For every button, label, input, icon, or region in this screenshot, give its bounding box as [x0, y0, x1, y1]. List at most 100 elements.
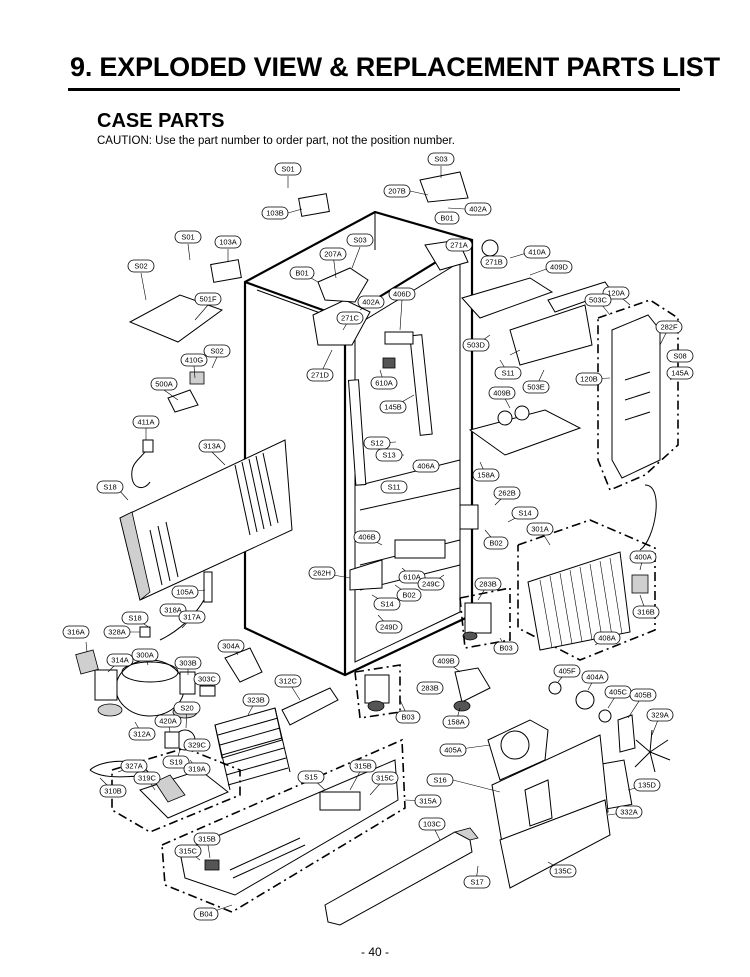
- callout-s11: S11: [494, 366, 522, 380]
- callout-402a: 402A: [357, 295, 385, 309]
- svg-text:B02: B02: [402, 591, 415, 600]
- callout-262b: 262B: [493, 486, 521, 500]
- svg-text:301A: 301A: [531, 525, 549, 534]
- callout-500a: 500A: [150, 377, 178, 391]
- callout-316a: 316A: [62, 625, 90, 639]
- callout-313a: 313A: [198, 439, 226, 453]
- svg-text:135C: 135C: [554, 867, 573, 876]
- svg-text:317A: 317A: [183, 613, 201, 622]
- callout-503d: 503D: [462, 338, 490, 352]
- callout-409b: 409B: [488, 386, 516, 400]
- callout-s02: S02: [127, 259, 155, 273]
- callout-503c: 503C: [584, 293, 612, 307]
- svg-text:207B: 207B: [388, 187, 406, 196]
- svg-text:271A: 271A: [450, 241, 468, 250]
- svg-text:314A: 314A: [111, 656, 129, 665]
- callout-328a: 328A: [103, 625, 131, 639]
- callout-s19: S19: [162, 755, 190, 769]
- callout-207b: 207B: [383, 184, 411, 198]
- callout-405b: 405B: [629, 688, 657, 702]
- svg-text:S20: S20: [180, 704, 193, 713]
- svg-text:312A: 312A: [133, 730, 151, 739]
- callout-s02: S02: [203, 344, 231, 358]
- svg-text:271D: 271D: [311, 371, 330, 380]
- callout-282f: 282F: [655, 320, 683, 334]
- callout-s03: S03: [346, 233, 374, 247]
- svg-text:409B: 409B: [437, 657, 455, 666]
- callout-315a: 315A: [414, 794, 442, 808]
- callout-406b: 406B: [353, 530, 381, 544]
- svg-text:S15: S15: [304, 773, 317, 782]
- callout-b01: B01: [289, 266, 315, 280]
- svg-text:409D: 409D: [550, 263, 569, 272]
- svg-text:312C: 312C: [279, 677, 298, 686]
- svg-text:503C: 503C: [589, 296, 608, 305]
- callout-207a: 207A: [319, 247, 347, 261]
- svg-text:405B: 405B: [634, 691, 652, 700]
- svg-text:S18: S18: [103, 483, 116, 492]
- callout-300a: 300A: [131, 648, 159, 662]
- svg-text:S08: S08: [673, 352, 686, 361]
- svg-text:S14: S14: [380, 600, 393, 609]
- callout-312a: 312A: [128, 727, 156, 741]
- svg-text:315C: 315C: [376, 774, 395, 783]
- callout-410a: 410A: [523, 245, 551, 259]
- svg-text:323B: 323B: [247, 696, 265, 705]
- compressor-group: [75, 571, 263, 778]
- callout-501f: 501F: [194, 292, 222, 306]
- callout-408a: 408A: [593, 631, 621, 645]
- callout-249d: 249D: [375, 620, 403, 634]
- callout-317a: 317A: [178, 610, 206, 624]
- callout-s01: S01: [274, 162, 302, 176]
- svg-text:329A: 329A: [651, 711, 669, 720]
- svg-text:400A: 400A: [634, 553, 652, 562]
- callout-s11: S11: [380, 480, 408, 494]
- svg-text:271B: 271B: [485, 258, 503, 267]
- svg-text:207A: 207A: [324, 250, 342, 259]
- callout-410g: 410G: [180, 353, 208, 367]
- interior-rails: [312, 239, 492, 712]
- svg-text:310B: 310B: [104, 787, 122, 796]
- callout-405f: 405F: [553, 664, 581, 678]
- callout-s08: S08: [666, 349, 694, 363]
- svg-text:283B: 283B: [421, 684, 439, 693]
- callout-249c: 249C: [417, 577, 445, 591]
- svg-text:410G: 410G: [185, 356, 204, 365]
- callout-318a: 318A: [159, 603, 187, 617]
- callout-329c: 329C: [183, 738, 211, 752]
- fan-assembly: [453, 667, 671, 889]
- callout-s18: S18: [96, 480, 124, 494]
- callout-283b: 283B: [416, 681, 444, 695]
- callout-315b: 315B: [349, 759, 377, 773]
- svg-text:406D: 406D: [393, 290, 412, 299]
- svg-text:145B: 145B: [384, 403, 402, 412]
- upper-left-parts: [128, 193, 330, 488]
- callout-409b: 409B: [432, 654, 460, 668]
- svg-text:120A: 120A: [607, 289, 625, 298]
- callout-271a: 271A: [445, 238, 473, 252]
- svg-text:S12: S12: [370, 439, 383, 448]
- callout-420a: 420A: [154, 714, 182, 728]
- callout-400a: 400A: [629, 550, 657, 564]
- svg-text:402A: 402A: [362, 298, 380, 307]
- callout-103b: 103B: [261, 206, 289, 220]
- svg-text:S11: S11: [388, 483, 401, 492]
- callout-b03: B03: [493, 641, 519, 655]
- callout-315c: 315C: [174, 844, 202, 858]
- svg-text:503E: 503E: [527, 383, 545, 392]
- callout-b04: B04: [193, 907, 219, 921]
- base-plate-assembly: [161, 738, 406, 913]
- callout-402a: 402A: [464, 202, 492, 216]
- callout-s14: S14: [511, 506, 539, 520]
- svg-text:610A: 610A: [375, 379, 393, 388]
- callout-s13: S13: [375, 448, 403, 462]
- svg-text:303B: 303B: [179, 659, 197, 668]
- callout-303b: 303B: [174, 656, 202, 670]
- svg-text:262B: 262B: [498, 489, 516, 498]
- svg-text:406A: 406A: [417, 462, 435, 471]
- svg-text:315B: 315B: [198, 835, 216, 844]
- svg-text:304A: 304A: [222, 642, 240, 651]
- svg-text:503D: 503D: [467, 341, 486, 350]
- evaporator-assembly: [517, 484, 657, 661]
- svg-text:404A: 404A: [586, 673, 604, 682]
